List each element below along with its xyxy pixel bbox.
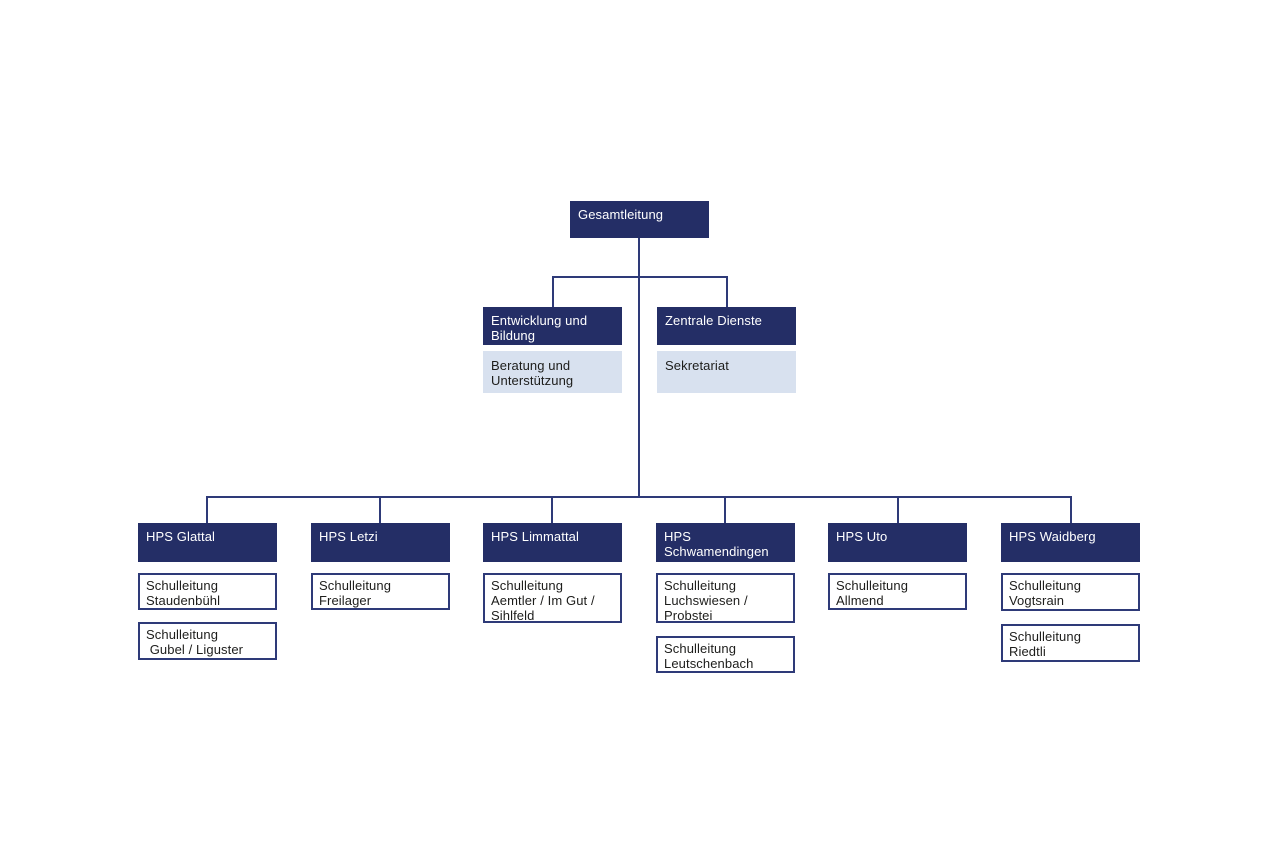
node-sekretariat: Sekretariat (657, 351, 796, 393)
node-hps-limmattal: HPS Limmattal (483, 523, 622, 562)
node-hps-schwamendingen: HPS Schwamendingen (656, 523, 795, 562)
node-hps-letzi: HPS Letzi (311, 523, 450, 562)
node-schulleitung-gubel-liguster: Schulleitung Gubel / Liguster (138, 622, 277, 660)
connector-level3-drop-glattal (206, 496, 208, 523)
node-schulleitung-aemtler-im-gut-sihlfeld: Schulleitung Aemtler / Im Gut / Sihlfeld (483, 573, 622, 623)
node-gesamtleitung: Gesamtleitung (570, 201, 709, 238)
node-schulleitung-staudenbuehl: Schulleitung Staudenbühl (138, 573, 277, 610)
connector-level3-drop-uto (897, 496, 899, 523)
connector-level3-drop-limmattal (551, 496, 553, 523)
connector-level3-bar (206, 496, 1072, 498)
connector-level3-drop-letzi (379, 496, 381, 523)
node-entwicklung-und-bildung: Entwicklung und Bildung (483, 307, 622, 345)
connector-level3-drop-waidberg (1070, 496, 1072, 523)
node-zentrale-dienste: Zentrale Dienste (657, 307, 796, 345)
node-schulleitung-allmend: Schulleitung Allmend (828, 573, 967, 610)
connector-level3-drop-schwamendingen (724, 496, 726, 523)
connector-level2-drop-zentrale (726, 276, 728, 307)
node-schulleitung-vogtsrain: Schulleitung Vogtsrain (1001, 573, 1140, 611)
node-hps-glattal: HPS Glattal (138, 523, 277, 562)
connector-level2-bar (552, 276, 728, 278)
node-schulleitung-riedtli: Schulleitung Riedtli (1001, 624, 1140, 662)
node-schulleitung-freilager: Schulleitung Freilager (311, 573, 450, 610)
connector-root-drop (638, 237, 640, 277)
node-hps-waidberg: HPS Waidberg (1001, 523, 1140, 562)
node-beratung-und-unterstuetzung: Beratung und Unterstützung (483, 351, 622, 393)
node-hps-uto: HPS Uto (828, 523, 967, 562)
node-schulleitung-leutschenbach: Schulleitung Leutschenbach (656, 636, 795, 673)
node-schulleitung-luchswiesen-probstei: Schulleitung Luchswiesen / Probstei (656, 573, 795, 623)
connector-level2-drop-entwicklung (552, 276, 554, 307)
connector-trunk (638, 276, 640, 497)
